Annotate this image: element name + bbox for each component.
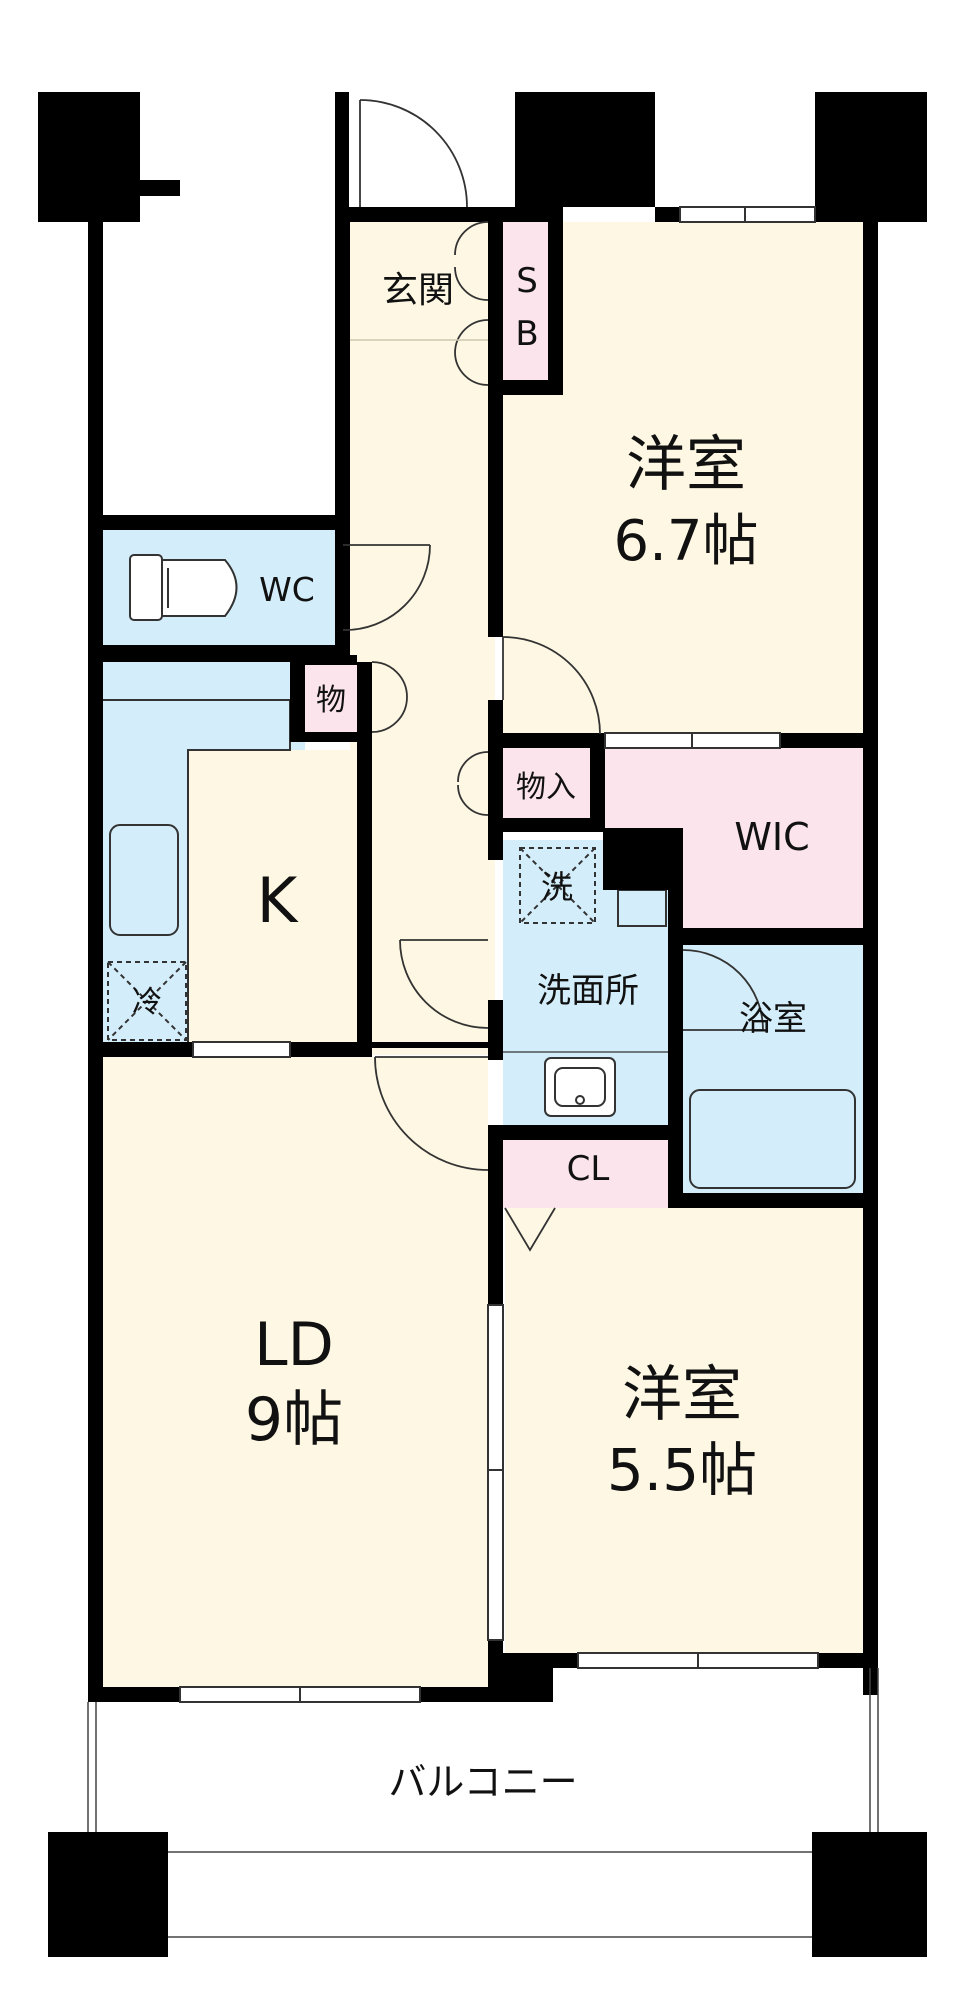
label-washer: 洗 — [541, 868, 573, 906]
label-wic: WIC — [734, 815, 809, 859]
label-bathroom: 浴室 — [739, 999, 807, 1039]
label-storage-small: 物 — [316, 683, 346, 718]
storage-in-fill — [497, 748, 592, 818]
fridge-space-icon — [107, 961, 187, 1041]
column-top-mid — [515, 92, 655, 207]
column-bottom-left — [48, 1832, 168, 1957]
label-ld-size: 9帖 — [245, 1385, 343, 1455]
label-kitchen: K — [257, 864, 299, 937]
label-washroom: 洗面所 — [537, 971, 639, 1011]
window-kitchen — [192, 1041, 291, 1058]
western-room-1-door-icon — [502, 636, 601, 735]
label-western-room-1-name: 洋室 — [626, 430, 746, 500]
sliding-partition — [487, 1304, 504, 1641]
label-ld-name: LD — [254, 1310, 334, 1380]
balcony — [87, 1668, 879, 1938]
closet-fill — [503, 1138, 668, 1208]
wash-basin-icon — [544, 1057, 616, 1117]
shoe-box-fill — [497, 222, 550, 387]
western-room-2-fill — [505, 1208, 863, 1653]
closet-door-icon — [504, 1207, 556, 1252]
ld-door-icon — [374, 1056, 489, 1171]
washer-space-icon — [519, 847, 596, 924]
wc-door-icon — [342, 544, 431, 631]
bathroom-fill — [683, 945, 863, 1195]
bathtub-icon — [689, 1089, 856, 1189]
labels: 玄関 S B 洋室 6.7帖 WC 物 物入 WIC K 冷 洗 洗面所 浴室 … — [132, 261, 810, 1804]
column-top-left-ledge — [140, 180, 180, 196]
kitchen-sink-icon — [109, 824, 179, 936]
storage-in-door-icon — [457, 751, 489, 816]
corridor-fill — [350, 222, 495, 1055]
shoe-box-door-icon — [454, 221, 489, 386]
window-western-1 — [679, 206, 816, 223]
label-western-room-2-size: 5.5帖 — [607, 1436, 757, 1504]
label-shoe-box-b: B — [515, 314, 538, 354]
living-dining-fill — [103, 1057, 488, 1687]
storage-small-door-icon — [371, 661, 408, 733]
label-shoe-box-s: S — [516, 261, 538, 301]
column-top-left — [38, 92, 140, 222]
column-bottom-right — [812, 1832, 927, 1957]
column-top-right — [815, 92, 927, 222]
entrance-door-icon — [359, 99, 468, 208]
label-closet: CL — [567, 1149, 610, 1189]
kitchen-fill — [188, 750, 358, 1042]
windows — [179, 206, 819, 1703]
label-balcony: バルコニー — [388, 1760, 577, 1804]
doors — [342, 99, 764, 1252]
label-western-room-1-size: 6.7帖 — [613, 509, 758, 574]
washroom-door-icon — [399, 939, 489, 1029]
toilet-icon — [129, 554, 238, 621]
label-western-room-2-name: 洋室 — [622, 1360, 742, 1430]
fixtures — [103, 554, 856, 1189]
storage-small-fill — [305, 662, 357, 732]
kitchen-counter-outline — [103, 699, 291, 1042]
label-fridge: 冷 — [132, 985, 162, 1020]
label-storage-in: 物入 — [516, 770, 576, 805]
bathroom-door-icon — [682, 949, 764, 1031]
label-wc: WC — [259, 570, 315, 609]
label-entrance: 玄関 — [382, 270, 454, 311]
